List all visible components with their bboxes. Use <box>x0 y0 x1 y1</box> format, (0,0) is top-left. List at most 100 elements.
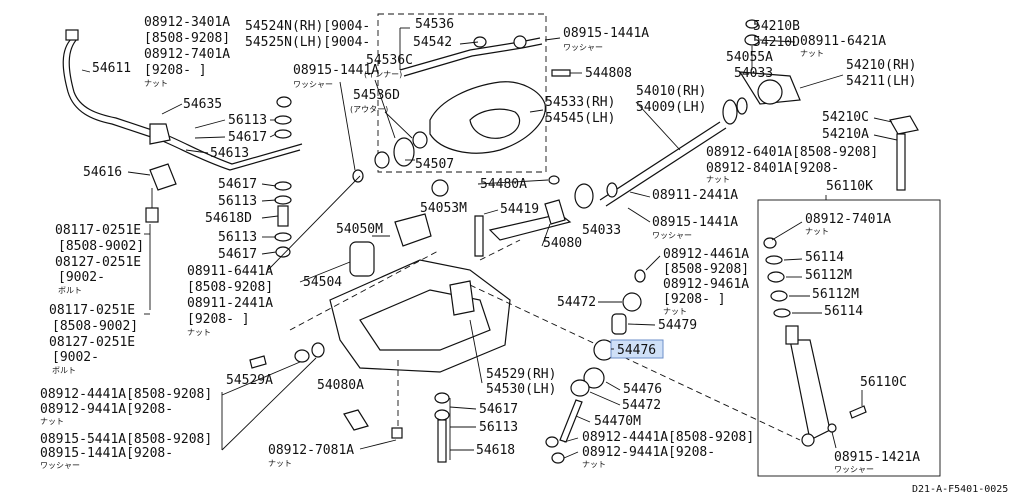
part-label-l18[interactable]: 08127-0251E <box>49 335 135 350</box>
part-label-l25[interactable]: 54525N(LH)[9004- <box>245 35 370 50</box>
part-label-l46[interactable]: 54504 <box>303 275 342 290</box>
part-label-l43[interactable]: [8508-9208] <box>187 280 273 295</box>
part-label-l26[interactable]: 54536 <box>415 17 454 32</box>
part-label-l7[interactable]: 54617 <box>218 177 257 192</box>
part-label-l58[interactable]: 08912-6401A[8508-9208] <box>706 145 878 160</box>
part-label-l83[interactable]: 54617 <box>479 402 518 417</box>
part-label-l47[interactable]: 54210B <box>753 19 800 34</box>
part-label-l4[interactable]: 54617 <box>228 130 267 145</box>
part-label-l11[interactable]: 54617 <box>218 247 257 262</box>
part-label-l12[interactable]: 08117-0251E <box>55 223 141 238</box>
part-label-l13[interactable]: [8508-9002] <box>58 239 144 254</box>
part-label-l65[interactable]: 56112M <box>805 268 852 283</box>
part-label-l40[interactable]: 54080 <box>543 236 582 251</box>
part-label-l45[interactable]: [9208- ] <box>187 312 250 327</box>
part-label-l22[interactable]: 08912-7401A <box>144 47 230 62</box>
part-label-l75[interactable]: 54080A <box>317 378 364 393</box>
part-label-l56[interactable]: 54210C <box>822 110 869 125</box>
part-label-l42[interactable]: 08911-6441A <box>187 264 273 279</box>
part-label-l69[interactable]: [8508-9208] <box>663 262 749 277</box>
part-label-l39[interactable]: 54050M <box>336 222 383 237</box>
part-label-l8[interactable]: 56113 <box>218 194 257 209</box>
part-type-s18: ワッシャー <box>834 465 874 474</box>
part-label-l54[interactable]: 54010(RH) <box>636 84 706 99</box>
part-label-l10[interactable]: 56113 <box>218 230 257 245</box>
part-label-l38[interactable]: 54419 <box>500 202 539 217</box>
part-label-l30[interactable]: 54536C <box>366 53 413 68</box>
part-label-l53[interactable]: 54211(LH) <box>846 74 916 89</box>
part-label-l15[interactable]: [9002- <box>58 270 105 285</box>
part-label-l24[interactable]: 54524N(RH)[9004- <box>245 19 370 34</box>
stabilizer-bar-end <box>65 29 79 41</box>
part-label-l81[interactable]: 08912-4441A[8508-9208] <box>40 387 212 402</box>
part-label-l2[interactable]: 54635 <box>183 97 222 112</box>
part-label-l41[interactable]: 54033 <box>582 223 621 238</box>
part-label-l52[interactable]: 54210(RH) <box>846 58 916 73</box>
part-label-l82[interactable]: 08912-9441A[9208- <box>40 402 173 417</box>
leader-lines <box>62 13 941 477</box>
part-label-l84[interactable]: 56113 <box>479 420 518 435</box>
part-label-l66[interactable]: 56112M <box>812 287 859 302</box>
part-label-l31[interactable]: 08915-1441A <box>293 63 379 78</box>
part-label-l86[interactable]: 08915-1441A[9208- <box>40 446 173 461</box>
part-label-l50[interactable]: 54055A <box>726 50 773 65</box>
part-label-l63[interactable]: 08912-7401A <box>805 212 891 227</box>
part-label-l36[interactable]: 54480A <box>480 177 527 192</box>
part-label-l87[interactable]: 08912-7081A <box>268 443 354 458</box>
part-label-l57[interactable]: 54210A <box>822 127 869 142</box>
part-label-l16[interactable]: 08117-0251E <box>49 303 135 318</box>
part-label-l91[interactable]: 56110C <box>860 375 907 390</box>
part-label-l44[interactable]: 08911-2441A <box>187 296 273 311</box>
part-label-l70[interactable]: 08912-9461A <box>663 277 749 292</box>
part-label-l71[interactable]: [9208- ] <box>663 292 726 307</box>
part-label-l76[interactable]: 54529(RH) <box>486 367 556 382</box>
part-label-l6[interactable]: 54616 <box>83 165 122 180</box>
part-label-l80[interactable]: 54470M <box>594 414 641 429</box>
part-label-l79[interactable]: 54472 <box>622 398 661 413</box>
highlight-54476-text[interactable]: 54476 <box>617 343 656 358</box>
part-label-l20[interactable]: 08912-3401A <box>144 15 230 30</box>
part-label-l77[interactable]: 54530(LH) <box>486 382 556 397</box>
part-label-l1[interactable]: 54611 <box>92 61 131 76</box>
part-label-l67[interactable]: 56114 <box>824 304 863 319</box>
part-label-l9[interactable]: 54618D <box>205 211 252 226</box>
bump-bracket <box>394 213 432 247</box>
part-label-l62[interactable]: 08915-1441A <box>652 215 738 230</box>
part-label-l51[interactable]: 54033 <box>734 66 773 81</box>
part-label-l73[interactable]: 54479 <box>658 318 697 333</box>
part-label-l92[interactable]: 08915-1421A <box>834 450 920 465</box>
part-label-l49[interactable]: 08911-6421A <box>800 34 886 49</box>
part-label-l32[interactable]: 54536D <box>353 88 400 103</box>
part-label-l37[interactable]: 54053M <box>420 201 467 216</box>
part-label-l74[interactable]: 54529A <box>226 373 273 388</box>
part-label-l59[interactable]: 08912-8401A[9208- <box>706 161 839 176</box>
lower-arm-bushing <box>349 241 375 277</box>
part-label-l5[interactable]: 54613 <box>210 146 249 161</box>
part-label-l34[interactable]: 54545(LH) <box>545 111 615 126</box>
part-label-l90[interactable]: 08912-9441A[9208- <box>582 445 715 460</box>
part-label-l61[interactable]: 08911-2441A <box>652 188 738 203</box>
part-label-l28[interactable]: 08915-1441A <box>563 26 649 41</box>
part-label-l88[interactable]: 54618 <box>476 443 515 458</box>
part-label-l48[interactable]: 54210D <box>753 35 800 50</box>
part-label-l29[interactable]: 544808 <box>585 66 632 81</box>
part-label-l85[interactable]: 08915-5441A[8508-9208] <box>40 432 212 447</box>
part-label-l3[interactable]: 56113 <box>228 113 267 128</box>
part-label-l89[interactable]: 08912-4441A[8508-9208] <box>582 430 754 445</box>
strut-rod <box>559 399 583 443</box>
part-label-l55[interactable]: 54009(LH) <box>636 100 706 115</box>
part-label-l14[interactable]: 08127-0251E <box>55 255 141 270</box>
part-label-l68[interactable]: 08912-4461A <box>663 247 749 262</box>
part-label-l35[interactable]: 54507 <box>415 157 454 172</box>
part-label-l19[interactable]: [9002- <box>52 350 99 365</box>
part-label-l33[interactable]: 54533(RH) <box>545 95 615 110</box>
part-type-s13: ナット <box>663 307 687 316</box>
part-label-l27[interactable]: 54542 <box>413 35 452 50</box>
part-label-l17[interactable]: [8508-9002] <box>52 319 138 334</box>
part-label-l60[interactable]: 56110K <box>826 179 873 194</box>
part-label-l72[interactable]: 54472 <box>557 295 596 310</box>
part-label-l78[interactable]: 54476 <box>623 382 662 397</box>
part-label-l23[interactable]: [9208- ] <box>144 63 207 78</box>
part-label-l21[interactable]: [8508-9208] <box>144 31 230 46</box>
part-label-l64[interactable]: 56114 <box>805 250 844 265</box>
